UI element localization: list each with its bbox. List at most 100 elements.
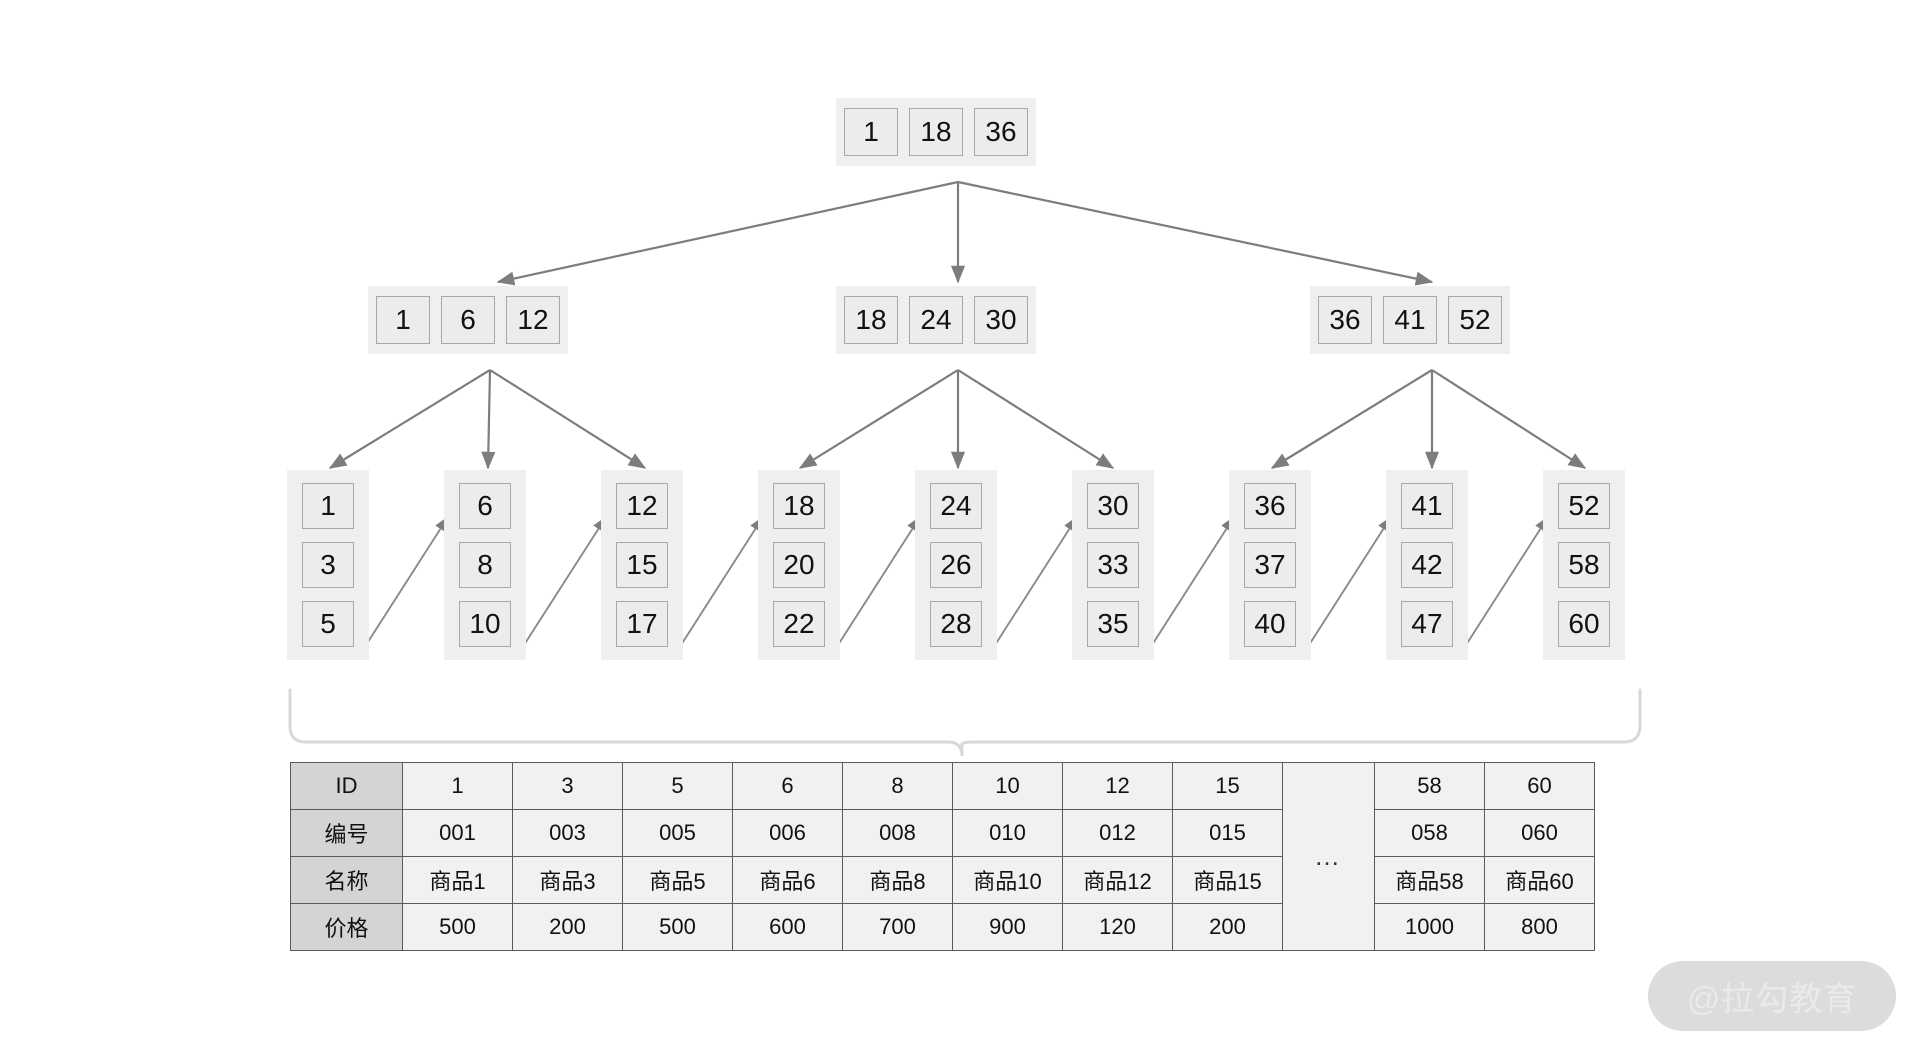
watermark-label: @拉勾教育 xyxy=(1686,980,1858,1017)
table-cell: 500 xyxy=(402,903,513,951)
table-cell: 5 xyxy=(622,762,733,810)
internal-key-cell: 1 xyxy=(376,296,430,344)
row-label-code: 编号 xyxy=(290,809,403,857)
leaf-key-cell: 6 xyxy=(459,483,511,529)
internal-key-cell: 36 xyxy=(1318,296,1372,344)
row-label-id: ID xyxy=(290,762,403,810)
leaf-key-cell: 20 xyxy=(773,542,825,588)
table-row-name: 名称 商品1 商品3 商品5 商品6 商品8 商品10 商品12 商品15 商品… xyxy=(290,856,1595,904)
table-ellipsis-cell: … xyxy=(1282,762,1375,951)
leaf-key-cell: 58 xyxy=(1558,542,1610,588)
table-cell: 008 xyxy=(842,809,953,857)
leaf-node-3: 12 15 17 xyxy=(601,470,683,660)
table-cell: 1000 xyxy=(1374,903,1485,951)
internal-node-left: 1 6 12 xyxy=(368,286,568,354)
table-row-code: 编号 001 003 005 006 008 010 012 015 058 0… xyxy=(290,809,1595,857)
table-cell: 58 xyxy=(1374,762,1485,810)
leaf-key-cell: 8 xyxy=(459,542,511,588)
table-cell: 600 xyxy=(732,903,843,951)
row-label-name: 名称 xyxy=(290,856,403,904)
leaf-key-cell: 15 xyxy=(616,542,668,588)
leaf-key-cell: 10 xyxy=(459,601,511,647)
table-cell: 800 xyxy=(1484,903,1595,951)
table-cell: 商品15 xyxy=(1172,856,1283,904)
table-cell: 商品1 xyxy=(402,856,513,904)
table-cell: 058 xyxy=(1374,809,1485,857)
internal-key-cell: 18 xyxy=(844,296,898,344)
internal-key-cell: 41 xyxy=(1383,296,1437,344)
leaf-node-2: 6 8 10 xyxy=(444,470,526,660)
table-cell: 700 xyxy=(842,903,953,951)
leaf-node-7: 36 37 40 xyxy=(1229,470,1311,660)
leaf-to-table-brace xyxy=(288,688,1642,757)
table-cell: 商品60 xyxy=(1484,856,1595,904)
table-cell: 15 xyxy=(1172,762,1283,810)
leaf-key-cell: 42 xyxy=(1401,542,1453,588)
leaf-key-cell: 28 xyxy=(930,601,982,647)
table-row-id: ID 1 3 5 6 8 10 12 15 … 58 60 xyxy=(290,762,1595,951)
row-label-price: 价格 xyxy=(290,903,403,951)
leaf-node-9: 52 58 60 xyxy=(1543,470,1625,660)
internal-key-cell: 30 xyxy=(974,296,1028,344)
table-cell: 060 xyxy=(1484,809,1595,857)
table-cell: 60 xyxy=(1484,762,1595,810)
leaf-key-cell: 40 xyxy=(1244,601,1296,647)
table-cell: 商品3 xyxy=(512,856,623,904)
leaf-node-6: 30 33 35 xyxy=(1072,470,1154,660)
internal-key-cell: 24 xyxy=(909,296,963,344)
table-cell: 015 xyxy=(1172,809,1283,857)
internal-node-middle: 18 24 30 xyxy=(836,286,1036,354)
table-cell: 005 xyxy=(622,809,733,857)
leaf-key-cell: 18 xyxy=(773,483,825,529)
leaf-key-cell: 24 xyxy=(930,483,982,529)
table-cell: 010 xyxy=(952,809,1063,857)
table-cell: 商品10 xyxy=(952,856,1063,904)
leaf-key-cell: 47 xyxy=(1401,601,1453,647)
internal-key-cell: 6 xyxy=(441,296,495,344)
leaf-key-cell: 22 xyxy=(773,601,825,647)
table-cell: 3 xyxy=(512,762,623,810)
leaf-key-cell: 3 xyxy=(302,542,354,588)
leaf-key-cell: 30 xyxy=(1087,483,1139,529)
internal-node-right: 36 41 52 xyxy=(1310,286,1510,354)
table-cell: 120 xyxy=(1062,903,1173,951)
leaf-node-1: 1 3 5 xyxy=(287,470,369,660)
watermark: @拉勾教育 xyxy=(1648,961,1896,1031)
root-to-internal-edges xyxy=(496,180,1434,286)
leaf-key-cell: 52 xyxy=(1558,483,1610,529)
table-cell: 12 xyxy=(1062,762,1173,810)
table-cell: 商品58 xyxy=(1374,856,1485,904)
leaf-key-cell: 60 xyxy=(1558,601,1610,647)
record-table: ID 1 3 5 6 8 10 12 15 … 58 60 编号 001 003… xyxy=(290,762,1595,951)
leaf-key-cell: 33 xyxy=(1087,542,1139,588)
table-cell: 001 xyxy=(402,809,513,857)
table-cell: 200 xyxy=(1172,903,1283,951)
internal-key-cell: 52 xyxy=(1448,296,1502,344)
leaf-key-cell: 37 xyxy=(1244,542,1296,588)
table-cell: 商品8 xyxy=(842,856,953,904)
root-key-cell: 36 xyxy=(974,108,1028,156)
table-cell: 900 xyxy=(952,903,1063,951)
table-row-price: 价格 500 200 500 600 700 900 120 200 1000 … xyxy=(290,903,1595,951)
root-key-cell: 18 xyxy=(909,108,963,156)
root-key-cell: 1 xyxy=(844,108,898,156)
table-cell: 003 xyxy=(512,809,623,857)
leaf-node-8: 41 42 47 xyxy=(1386,470,1468,660)
table-cell: 012 xyxy=(1062,809,1173,857)
leaf-key-cell: 12 xyxy=(616,483,668,529)
leaf-key-cell: 41 xyxy=(1401,483,1453,529)
table-cell: 10 xyxy=(952,762,1063,810)
table-cell: 500 xyxy=(622,903,733,951)
leaf-node-4: 18 20 22 xyxy=(758,470,840,660)
table-cell: 1 xyxy=(402,762,513,810)
table-cell: 006 xyxy=(732,809,843,857)
table-cell: 6 xyxy=(732,762,843,810)
leaf-node-5: 24 26 28 xyxy=(915,470,997,660)
table-cell: 8 xyxy=(842,762,953,810)
table-cell: 商品6 xyxy=(732,856,843,904)
internal-key-cell: 12 xyxy=(506,296,560,344)
root-node: 1 18 36 xyxy=(836,98,1036,166)
table-cell: 商品12 xyxy=(1062,856,1173,904)
leaf-key-cell: 17 xyxy=(616,601,668,647)
